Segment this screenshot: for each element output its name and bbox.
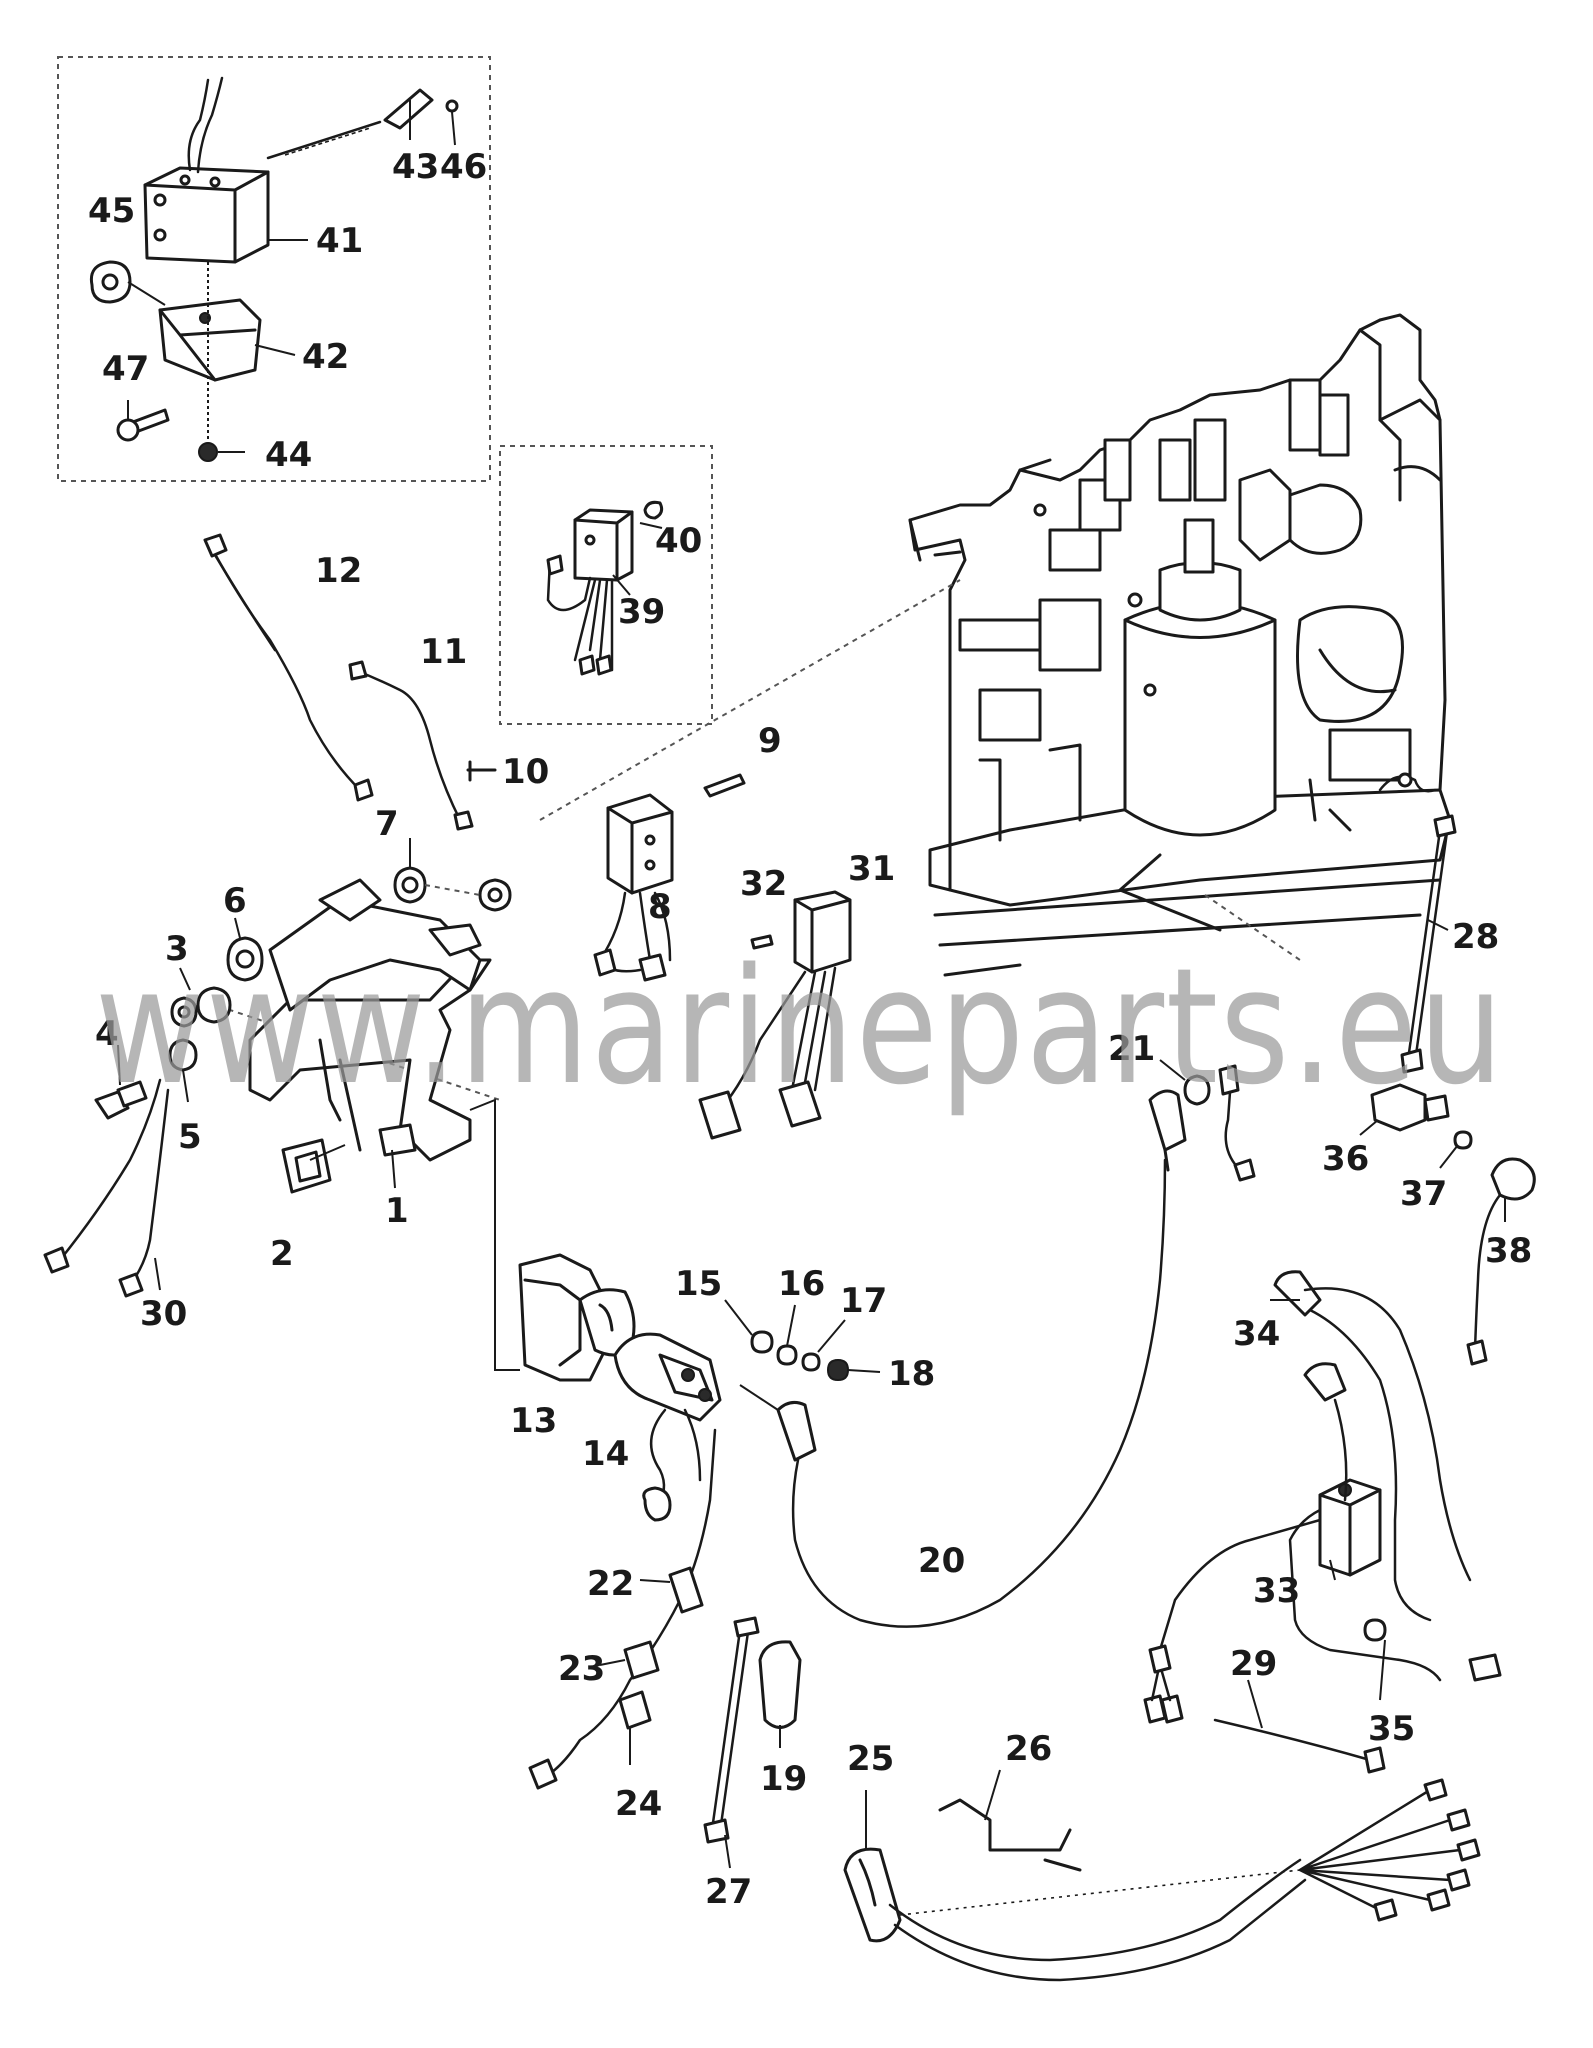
module-assembly	[546, 500, 664, 676]
callout-14: 14	[582, 1434, 629, 1474]
wire-27	[710, 1628, 742, 1832]
callout-43: 43	[392, 147, 439, 187]
callout-45: 45	[88, 191, 135, 231]
callout-29: 29	[1230, 1644, 1277, 1684]
callout-9: 9	[758, 721, 782, 761]
callout-31: 31	[848, 849, 895, 889]
callout-32: 32	[740, 864, 787, 904]
wire-29	[1213, 1718, 1372, 1762]
callout-1: 1	[385, 1191, 409, 1231]
callout-labels: 1 2 3 4 5 6 7 8 9 10 11 12 13 14 15 16 1…	[88, 147, 1532, 1912]
callout-36: 36	[1322, 1139, 1369, 1179]
watermark-text: www.marineparts.eu	[95, 933, 1505, 1120]
callout-30: 30	[140, 1294, 187, 1334]
callout-18: 18	[888, 1354, 935, 1394]
callout-16: 16	[778, 1264, 825, 1304]
callout-20: 20	[918, 1541, 965, 1581]
callout-12: 12	[315, 551, 362, 591]
sensor-36	[1370, 1083, 1427, 1132]
callout-38: 38	[1485, 1231, 1532, 1271]
callout-19: 19	[760, 1759, 807, 1799]
callout-24: 24	[615, 1784, 662, 1824]
callout-7: 7	[375, 804, 399, 844]
callout-8: 8	[648, 887, 672, 927]
fuse-holder-22	[668, 1566, 704, 1614]
callout-10: 10	[502, 752, 549, 792]
callout-33: 33	[1253, 1571, 1300, 1611]
module-31	[793, 890, 852, 974]
wire-11	[353, 668, 462, 822]
callout-2: 2	[270, 1234, 294, 1274]
wire-28	[1406, 828, 1442, 1062]
callout-39: 39	[618, 592, 665, 632]
assembly-line	[199, 999, 501, 1101]
engine-block	[908, 313, 1452, 977]
callout-44: 44	[265, 435, 312, 475]
callout-37: 37	[1400, 1174, 1447, 1214]
callout-11: 11	[420, 632, 467, 672]
callout-35: 35	[1368, 1709, 1415, 1749]
callout-15: 15	[675, 1264, 722, 1304]
callout-27: 27	[705, 1872, 752, 1912]
callout-6: 6	[223, 881, 247, 921]
callout-26: 26	[1005, 1729, 1052, 1769]
boot-19	[758, 1640, 802, 1729]
callout-25: 25	[847, 1739, 894, 1779]
assembly-line	[539, 579, 961, 821]
callout-13: 13	[510, 1401, 557, 1441]
callout-3: 3	[165, 929, 189, 969]
inset-box-relay	[57, 56, 491, 482]
bracket-26	[938, 1798, 1082, 1872]
bolt-9	[703, 773, 746, 798]
bracket-assembly	[94, 866, 512, 1194]
wire-30	[58, 1078, 162, 1262]
callout-40: 40	[655, 521, 702, 561]
callout-22: 22	[587, 1564, 634, 1604]
callout-17: 17	[840, 1281, 887, 1321]
relay-assembly	[89, 76, 459, 462]
callout-42: 42	[302, 337, 349, 377]
assembly-line	[469, 1098, 520, 1371]
cable-20	[791, 1158, 1167, 1628]
callout-28: 28	[1452, 917, 1499, 957]
callout-41: 41	[316, 221, 363, 261]
callout-34: 34	[1233, 1314, 1280, 1354]
callout-5: 5	[178, 1117, 202, 1157]
callout-46: 46	[440, 147, 487, 187]
inset-box-module	[499, 445, 713, 725]
callout-23: 23	[558, 1649, 605, 1689]
callout-4: 4	[95, 1014, 119, 1054]
callout-47: 47	[102, 349, 149, 389]
callout-21: 21	[1108, 1029, 1155, 1069]
